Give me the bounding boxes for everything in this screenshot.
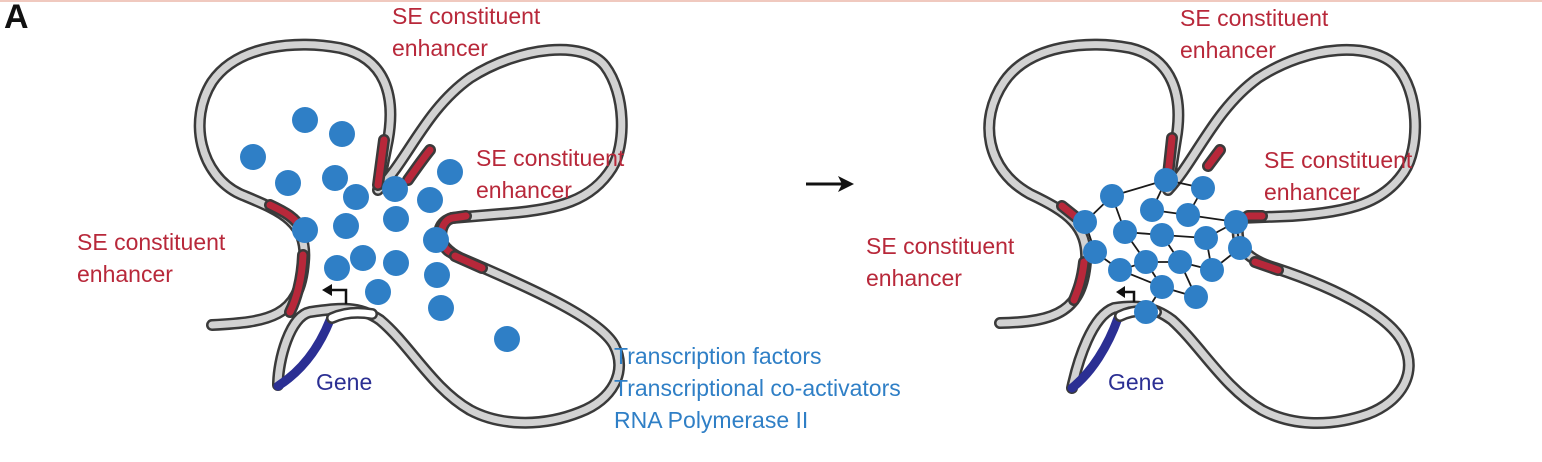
enhancer-label-right-before: SE constituent enhancer (476, 142, 624, 206)
factor-legend: Transcription factors Transcriptional co… (614, 340, 901, 436)
enhancer-label-line2: enhancer (866, 265, 962, 291)
enhancer-label-line1: SE constituent (392, 3, 541, 29)
enhancer-label-line1: SE constituent (866, 233, 1015, 259)
tss-arrow-after (1116, 286, 1136, 302)
enhancer-label-line1: SE constituent (1180, 5, 1329, 31)
legend-rna-polymerase: RNA Polymerase II (614, 407, 809, 433)
gene-label-after: Gene (1108, 369, 1165, 395)
enhancer-label-top-before: SE constituent enhancer (392, 0, 540, 64)
enhancer-label-line1: SE constituent (1264, 147, 1413, 173)
dna-loop-before (200, 45, 622, 423)
enhancer-label-line2: enhancer (392, 35, 488, 61)
gene-before (273, 306, 378, 391)
enhancer-label-line2: enhancer (1180, 37, 1276, 63)
legend-co-activators: Transcriptional co-activators (614, 375, 901, 401)
legend-transcription-factors: Transcription factors (614, 343, 822, 369)
panel-label: A (4, 0, 29, 36)
enhancer-label-left-after: SE constituent enhancer (866, 230, 1014, 294)
enhancer-label-line2: enhancer (476, 177, 572, 203)
enhancer-label-line1: SE constituent (77, 229, 226, 255)
transition-arrow (806, 176, 854, 192)
condensate-dots (1073, 168, 1252, 324)
gene-label-before: Gene (316, 369, 373, 395)
enhancer-label-line2: enhancer (1264, 179, 1360, 205)
enhancer-label-right-after: SE constituent enhancer (1264, 144, 1412, 208)
enhancer-label-line2: enhancer (77, 261, 173, 287)
tss-arrow-before (322, 284, 348, 304)
factor-dots-before (240, 107, 520, 352)
enhancer-label-top-after: SE constituent enhancer (1180, 2, 1328, 66)
enhancer-label-left-before: SE constituent enhancer (77, 226, 225, 290)
enhancer-label-line1: SE constituent (476, 145, 625, 171)
top-border (0, 0, 1542, 2)
